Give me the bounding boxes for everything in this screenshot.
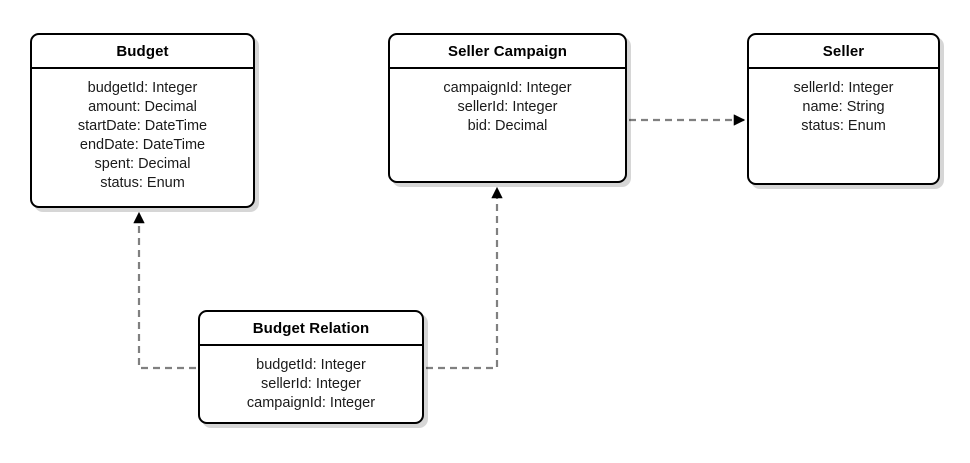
entity-seller[interactable]: Seller sellerId: Integer name: String st… — [747, 33, 940, 185]
attribute-row: budgetId: Integer — [87, 80, 198, 96]
attribute-row: sellerId: Integer — [261, 376, 361, 392]
entity-budget-header: Budget — [32, 35, 253, 69]
attribute-row: budgetId: Integer — [256, 357, 366, 373]
entity-seller-attributes: sellerId: Integer name: String status: E… — [749, 69, 938, 183]
entity-seller-campaign-attributes: campaignId: Integer sellerId: Integer bi… — [390, 69, 625, 181]
entity-seller-campaign-header: Seller Campaign — [390, 35, 625, 69]
attribute-row: endDate: DateTime — [79, 137, 206, 153]
attribute-row: sellerId: Integer — [793, 80, 894, 96]
entity-seller-header: Seller — [749, 35, 938, 69]
connector-budget-relation-to-seller-campaign — [426, 186, 503, 370]
attribute-row: spent: Decimal — [94, 156, 191, 172]
attribute-row: sellerId: Integer — [457, 99, 558, 115]
entity-budget[interactable]: Budget budgetId: Integer amount: Decimal… — [30, 33, 255, 208]
entity-budget-relation-title: Budget Relation — [252, 319, 370, 337]
entity-budget-title: Budget — [116, 42, 169, 60]
attribute-row: startDate: DateTime — [77, 118, 208, 134]
attribute-row: status: Enum — [801, 118, 886, 134]
attribute-row: campaignId: Integer — [246, 395, 376, 411]
entity-seller-title: Seller — [822, 42, 865, 60]
attribute-row: status: Enum — [100, 175, 185, 191]
connector-budget-relation-to-budget — [133, 211, 196, 370]
entity-seller-campaign[interactable]: Seller Campaign campaignId: Integer sell… — [388, 33, 627, 183]
entity-budget-attributes: budgetId: Integer amount: Decimal startD… — [32, 69, 253, 206]
attribute-row: name: String — [802, 99, 885, 115]
entity-budget-relation-attributes: budgetId: Integer sellerId: Integer camp… — [200, 346, 422, 422]
entity-budget-relation-header: Budget Relation — [200, 312, 422, 346]
attribute-row: amount: Decimal — [88, 99, 197, 115]
entity-budget-relation[interactable]: Budget Relation budgetId: Integer seller… — [198, 310, 424, 424]
entity-seller-campaign-title: Seller Campaign — [447, 42, 568, 60]
attribute-row: campaignId: Integer — [443, 80, 572, 96]
attribute-row: bid: Decimal — [467, 118, 548, 134]
